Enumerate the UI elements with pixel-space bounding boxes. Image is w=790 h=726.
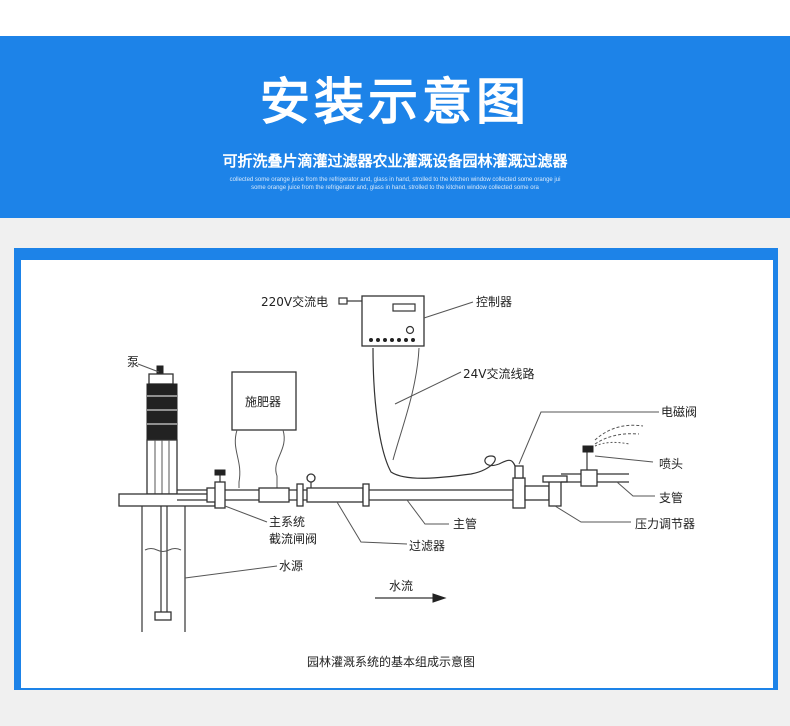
header-banner: 安装示意图 可折洗叠片滴灌过滤器农业灌溉设备园林灌溉过滤器 collected …: [0, 36, 790, 218]
banner-title: 安装示意图: [260, 73, 530, 131]
solenoid-valve: [512, 465, 550, 509]
pump: [146, 365, 178, 495]
label-water-flow: 水流: [389, 579, 413, 593]
label-sprinkler: 喷头: [659, 457, 683, 471]
gate-valve: [214, 469, 226, 509]
diagram-panel: 220V交流电 控制器 24V交流线路 施肥器: [21, 260, 773, 688]
banner-subtitle: 可折洗叠片滴灌过滤器农业灌溉设备园林灌溉过滤器: [222, 152, 568, 170]
sprinkler-head: [582, 424, 644, 453]
leader-line: [406, 499, 449, 525]
fertilizer-box: [231, 371, 297, 488]
diagram-caption: 园林灌溉系统的基本组成示意图: [307, 654, 475, 669]
leader-line: [616, 481, 655, 497]
label-pump: 泵: [127, 355, 139, 369]
top-white-strip: [0, 0, 790, 36]
label-controller: 控制器: [476, 295, 512, 309]
label-filter: 过滤器: [409, 539, 445, 553]
label-water-source: 水源: [279, 559, 303, 573]
separator-band: [0, 218, 790, 248]
leader-line: [184, 565, 278, 579]
power-plug-icon: [338, 297, 362, 305]
label-24v-wiring: 24V交流线路: [463, 366, 534, 381]
irrigation-diagram: 220V交流电 控制器 24V交流线路 施肥器: [118, 294, 697, 669]
branch-pipe: [561, 450, 629, 487]
banner-small-text: some orange juice from the refrigerator …: [251, 185, 539, 191]
label-main-system-1: 主系统: [269, 515, 305, 529]
label-220v-power: 220V交流电: [261, 294, 328, 309]
label-fertilizer: 施肥器: [245, 395, 281, 409]
label-pressure-regulator: 压力调节器: [635, 517, 695, 531]
wire-24v-return: [392, 347, 420, 461]
label-branch-pipe: 支管: [659, 490, 683, 505]
filter: [296, 483, 370, 507]
label-main-pipe: 主管: [453, 516, 477, 531]
wire-24v: [372, 347, 519, 479]
leader-line: [518, 411, 659, 465]
leader-line: [423, 301, 474, 319]
leader-line: [137, 363, 160, 373]
leader-line: [394, 371, 462, 405]
label-solenoid-valve: 电磁阀: [661, 404, 697, 419]
leader-line: [224, 505, 268, 523]
banner-small-text: collected some orange juice from the ref…: [229, 177, 561, 183]
water-well: [141, 506, 186, 632]
label-main-system-2: 截流闸阀: [269, 532, 317, 546]
leader-line: [594, 455, 654, 463]
leader-line: [336, 501, 408, 545]
controller-box: [361, 295, 425, 347]
leader-line: [554, 505, 631, 523]
arrow-head-icon: [432, 593, 447, 603]
